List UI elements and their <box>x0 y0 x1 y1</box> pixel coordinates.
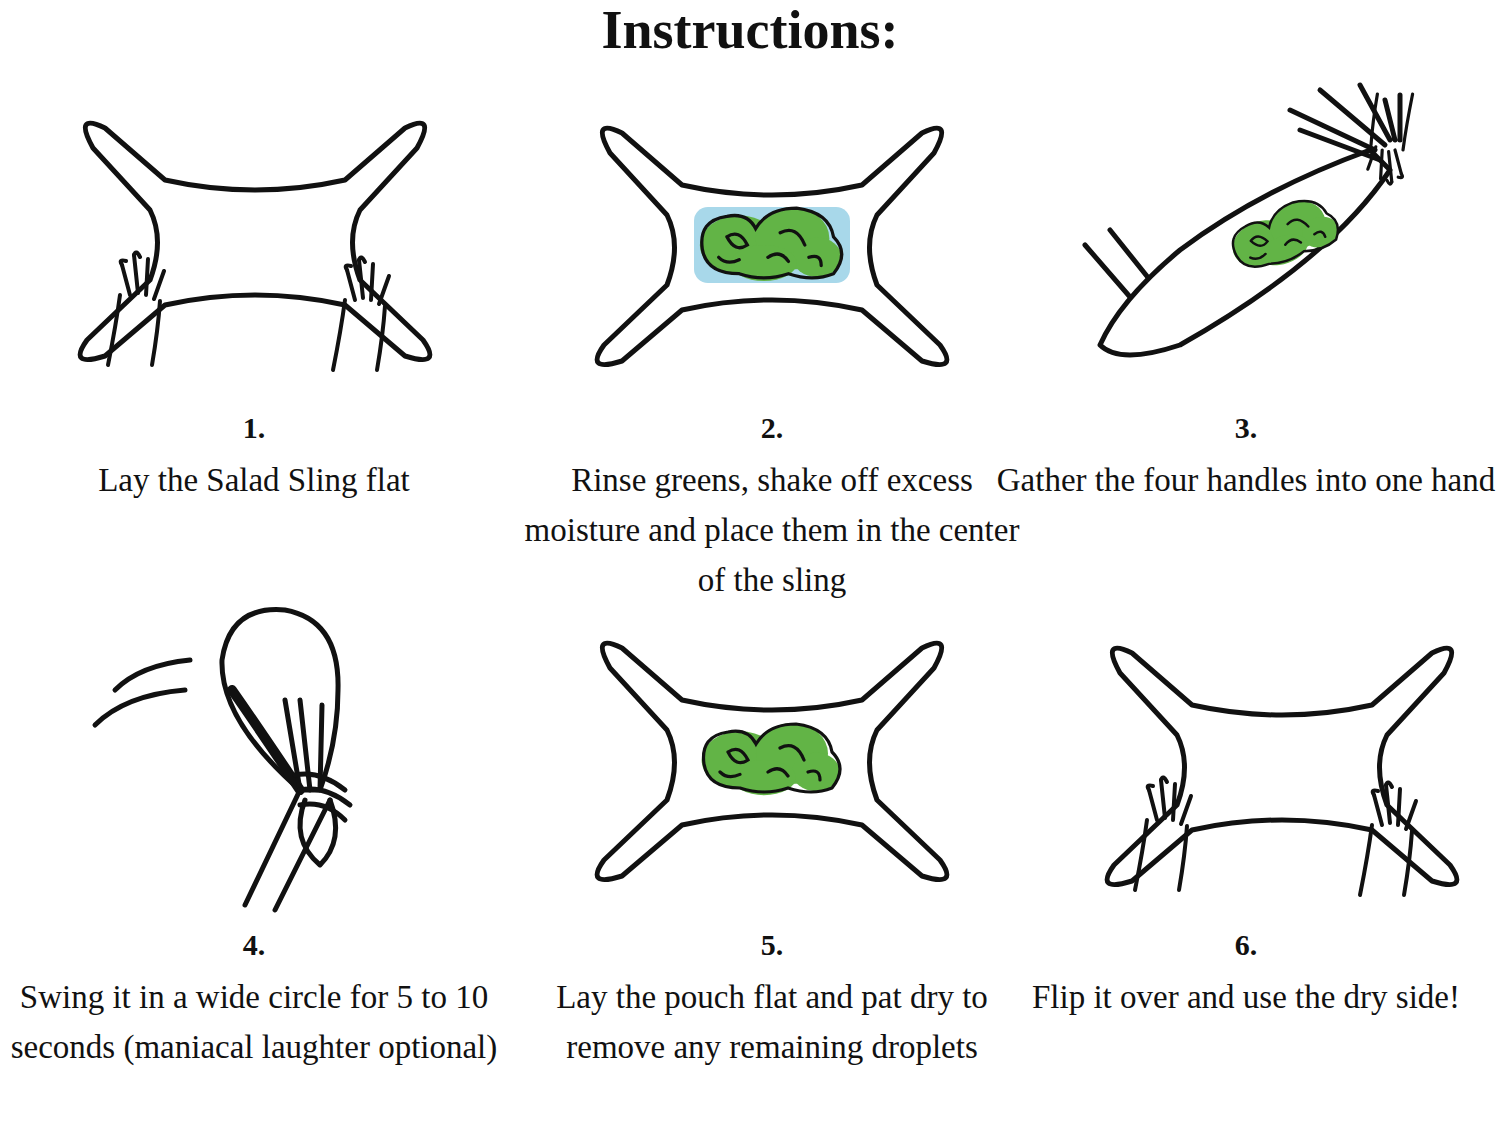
step-number: 1. <box>4 408 504 448</box>
step-number: 3. <box>996 408 1496 448</box>
step-caption: Rinse greens, shake off excess moisture … <box>522 455 1022 605</box>
page-title: Instructions: <box>0 0 1500 60</box>
step-caption: Flip it over and use the dry side! <box>996 972 1496 1022</box>
step-caption: Lay the pouch flat and pat dry to remove… <box>522 972 1022 1072</box>
step-caption: Gather the four handles into one hand <box>996 455 1496 505</box>
step-number: 6. <box>996 925 1496 965</box>
step-caption: Lay the Salad Sling flat <box>4 455 504 505</box>
step-number: 2. <box>522 408 1022 448</box>
step-caption: Swing it in a wide circle for 5 to 10 se… <box>4 972 504 1072</box>
step-number: 4. <box>4 925 504 965</box>
step-number: 5. <box>522 925 1022 965</box>
